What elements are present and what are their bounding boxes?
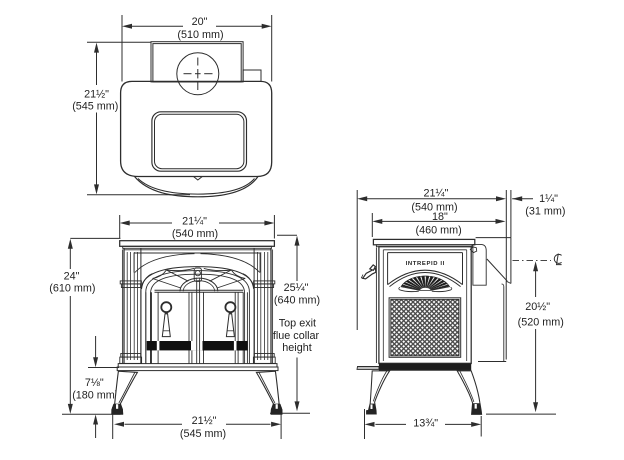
svg-text:1¼": 1¼" [539,193,558,205]
svg-text:21½": 21½" [192,415,217,427]
svg-text:18": 18" [432,211,448,223]
svg-text:(540 mm): (540 mm) [172,228,218,240]
svg-text:height: height [282,342,311,354]
svg-text:(510 mm): (510 mm) [177,29,223,41]
svg-text:21¼": 21¼" [423,187,448,199]
svg-text:flue collar: flue collar [273,330,320,342]
svg-text:(180 mm): (180 mm) [72,390,118,402]
svg-text:25¼": 25¼" [284,282,309,294]
svg-text:(520 mm): (520 mm) [518,316,564,328]
svg-text:(545 mm): (545 mm) [72,100,118,112]
svg-text:7⅛": 7⅛" [85,377,104,389]
svg-text:13¾": 13¾" [413,417,438,429]
svg-text:(545 mm): (545 mm) [180,428,226,440]
svg-text:(640 mm): (640 mm) [274,294,320,306]
svg-text:(610 mm): (610 mm) [49,283,95,295]
svg-text:Top exit: Top exit [279,317,316,329]
svg-text:20½": 20½" [525,301,550,313]
svg-text:(31 mm): (31 mm) [525,206,565,218]
svg-text:21¼": 21¼" [182,215,207,227]
svg-text:24": 24" [64,270,80,282]
svg-text:(540 mm): (540 mm) [411,201,457,213]
svg-text:20": 20" [192,16,208,28]
svg-text:(460 mm): (460 mm) [415,224,461,236]
svg-text:21½": 21½" [84,88,109,100]
svg-text:INTREPID II: INTREPID II [406,261,445,267]
